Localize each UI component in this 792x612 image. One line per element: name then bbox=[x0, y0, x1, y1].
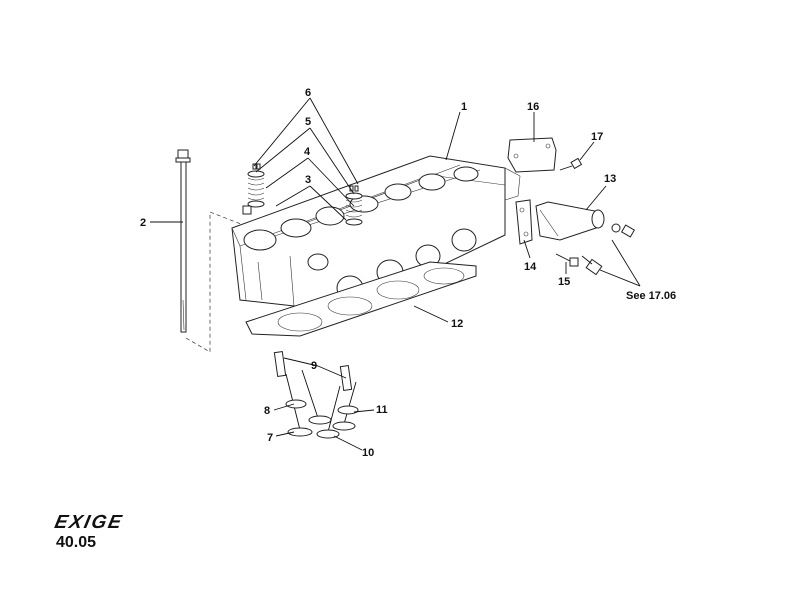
callout-see-ref: See 17.06 bbox=[626, 290, 676, 302]
callout-17: 17 bbox=[591, 131, 603, 143]
head-bolt bbox=[175, 149, 191, 333]
exhaust-valve-mid bbox=[301, 369, 332, 425]
water-outlet-housing bbox=[535, 201, 636, 241]
callout-1: 1 bbox=[461, 101, 467, 113]
callout-14: 14 bbox=[524, 261, 537, 273]
valve-seat-left bbox=[285, 399, 307, 409]
valve-spring-left bbox=[247, 163, 265, 208]
exhaust-valve-left bbox=[285, 373, 313, 437]
head-gasket bbox=[245, 261, 477, 337]
callout-8: 8 bbox=[264, 405, 270, 417]
callout-9: 9 bbox=[311, 360, 317, 372]
outlet-bolt bbox=[555, 253, 579, 267]
callout-11: 11 bbox=[376, 404, 388, 416]
outlet-gasket bbox=[515, 199, 533, 245]
callout-3: 3 bbox=[305, 174, 311, 186]
leader-lines bbox=[150, 97, 641, 451]
callout-4: 4 bbox=[304, 146, 311, 158]
cylinder-head bbox=[231, 155, 521, 311]
callout-13: 13 bbox=[604, 173, 616, 185]
callout-12: 12 bbox=[451, 318, 463, 330]
logo-text: EXIGE bbox=[53, 512, 125, 533]
callout-10: 10 bbox=[362, 447, 374, 459]
cover-plate bbox=[507, 137, 557, 173]
callout-labels: 1 2 3 4 5 6 7 8 9 10 11 12 13 14 15 16 1… bbox=[140, 87, 676, 459]
valve-seat-right bbox=[337, 405, 359, 415]
exige-logo: EXIGE bbox=[53, 512, 125, 533]
callout-5: 5 bbox=[305, 116, 311, 128]
valve-guide-left bbox=[273, 350, 287, 378]
callout-6: 6 bbox=[305, 87, 311, 99]
intake-valve-mid bbox=[316, 385, 341, 439]
callout-2: 2 bbox=[140, 217, 146, 229]
temperature-sensor bbox=[581, 255, 603, 276]
cover-bolt bbox=[559, 157, 583, 171]
callout-15: 15 bbox=[558, 276, 570, 288]
intake-valve-right bbox=[332, 381, 357, 431]
callout-16: 16 bbox=[527, 101, 539, 113]
page-reference: 40.05 bbox=[56, 534, 97, 551]
callout-7: 7 bbox=[267, 432, 273, 444]
